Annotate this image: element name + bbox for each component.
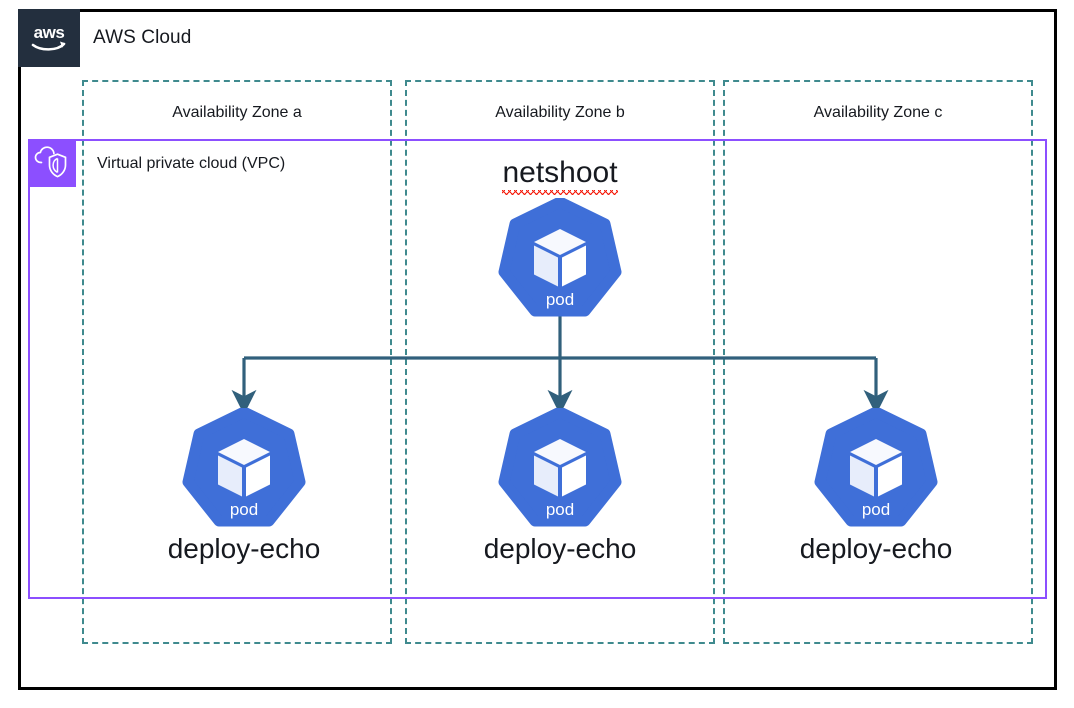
kubernetes-pod-icon-deploy-echo-c[interactable]: pod <box>813 408 939 534</box>
kubernetes-pod-icon-netshoot[interactable]: pod <box>497 198 623 324</box>
node-caption-deploy-echo-b: deploy-echo <box>483 533 637 564</box>
kubernetes-pod-icon-deploy-echo-a[interactable]: pod <box>181 408 307 534</box>
aws-logo-icon: aws <box>18 9 80 67</box>
node-caption-deploy-echo-c: deploy-echo <box>799 533 953 564</box>
availability-zone-b-label: Availability Zone b <box>495 104 625 121</box>
node-caption-deploy-echo-a: deploy-echo <box>167 533 321 564</box>
availability-zone-c-label: Availability Zone c <box>813 104 943 121</box>
availability-zone-b: Availability Zone b <box>405 80 715 644</box>
aws-cloud-boundary <box>18 9 1057 690</box>
svg-text:aws: aws <box>34 23 65 42</box>
availability-zone-c: Availability Zone c <box>723 80 1033 644</box>
node-caption-netshoot-text: netshoot <box>502 156 618 195</box>
availability-zone-a: Availability Zone a <box>82 80 392 644</box>
aws-cloud-label: AWS Cloud <box>93 27 192 48</box>
vpc-cloud-shield-icon <box>28 139 76 187</box>
vpc-boundary <box>28 139 1047 599</box>
kubernetes-pod-icon-deploy-echo-b[interactable]: pod <box>497 408 623 534</box>
vpc-label: Virtual private cloud (VPC) <box>97 155 286 172</box>
node-caption-netshoot: netshoot <box>440 156 680 195</box>
availability-zone-a-label: Availability Zone a <box>172 104 302 121</box>
